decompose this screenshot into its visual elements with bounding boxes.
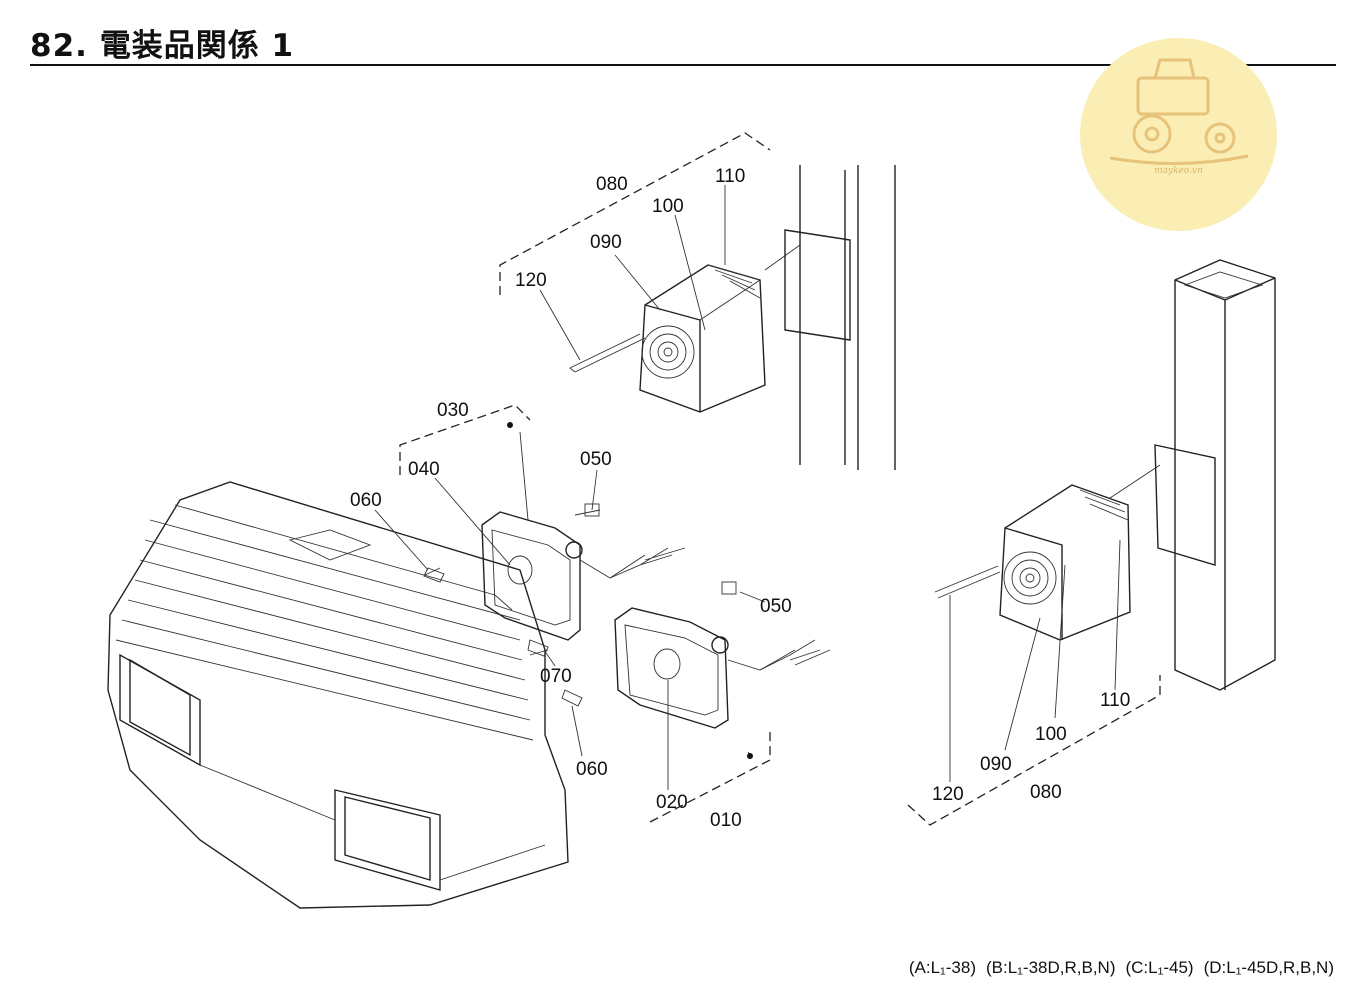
model-c: (C:L₁-45) [1125, 958, 1194, 977]
parts-diagram: 080 110 100 090 120 030 040 060 050 050 … [107, 132, 1276, 909]
callout-100-lower: 100 [1035, 724, 1067, 745]
group-bracket-030 [399, 404, 531, 475]
callout-040: 040 [408, 459, 440, 480]
watermark-logo: maykeo.vn [1080, 38, 1277, 231]
callout-030: 030 [437, 400, 469, 421]
callout-080-upper: 080 [596, 174, 628, 195]
callout-090-lower: 090 [980, 754, 1012, 775]
headlight-upper [423, 503, 686, 657]
callout-110-upper: 110 [715, 166, 745, 187]
callout-060-lower: 060 [576, 759, 608, 780]
callout-050-lower: 050 [760, 596, 792, 617]
title-divider [30, 64, 1336, 66]
callout-100-upper: 100 [652, 196, 684, 217]
model-b: (B:L₁-38D,R,B,N) [986, 958, 1116, 977]
group-bracket-010 [649, 730, 771, 823]
model-d: (D:L₁-45D,R,B,N) [1203, 958, 1334, 977]
tractor-icon [1109, 58, 1249, 165]
callout-080-lower: 080 [1030, 782, 1062, 803]
callout-120-lower: 120 [932, 784, 964, 805]
callout-110-lower: 110 [1100, 690, 1130, 711]
hood-assembly [107, 481, 569, 909]
work-lamp-lower [934, 259, 1276, 691]
group-bracket-080-upper [499, 132, 771, 295]
callout-120-upper: 120 [515, 270, 547, 291]
model-legend: (A:L₁-38) (B:L₁-38D,R,B,N) (C:L₁-45) (D:L₁-… [700, 958, 1334, 978]
work-lamp-upper [569, 165, 896, 470]
callout-010: 010 [710, 810, 742, 831]
headlight-lower [507, 422, 831, 759]
group-bracket-080-lower [907, 675, 1161, 826]
leader-lines [374, 185, 1121, 790]
callout-090-upper: 090 [590, 232, 622, 253]
callout-060-upper: 060 [350, 490, 382, 511]
model-a: (A:L₁-38) [908, 958, 976, 977]
logo-text: maykeo.vn [1154, 166, 1203, 176]
page-title: 82. 電装品関係 1 [30, 28, 295, 64]
callout-070: 070 [540, 666, 572, 687]
callout-020: 020 [656, 792, 688, 813]
callout-050-upper: 050 [580, 449, 612, 470]
